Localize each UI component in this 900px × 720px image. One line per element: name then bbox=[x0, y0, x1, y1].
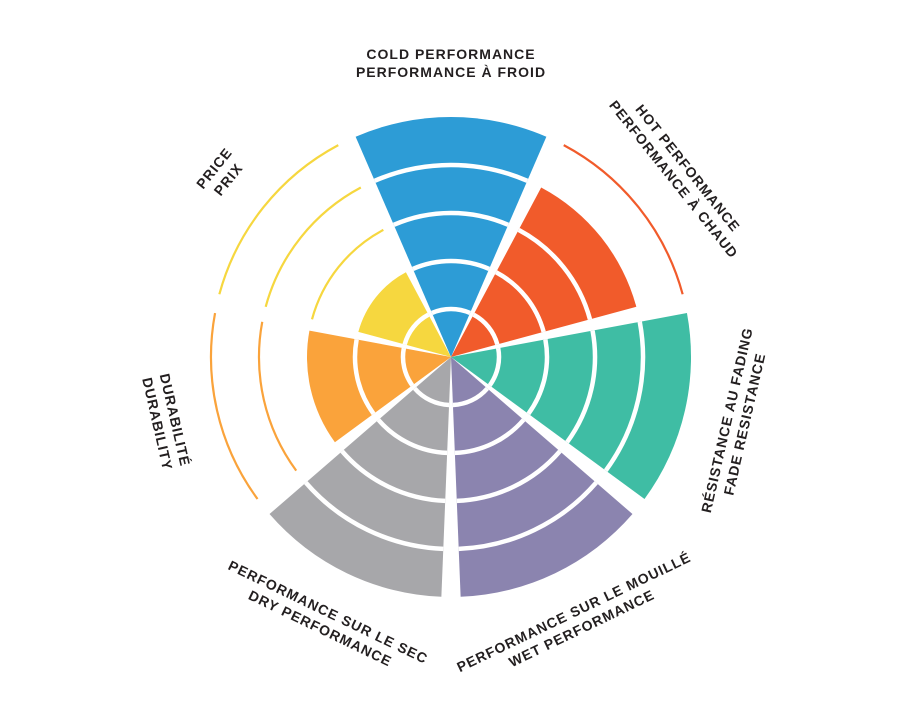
ring-divider-hot-performance-3 bbox=[517, 227, 593, 320]
label-fade-resistance: RÉSISTANCE AU FADINGFADE RESISTANCE bbox=[698, 326, 773, 518]
ring-outline-price-4 bbox=[264, 186, 362, 308]
label-hot-performance: HOT PERFORMANCEPERFORMANCE À CHAUD bbox=[606, 86, 755, 261]
ring-divider-price-1 bbox=[402, 312, 430, 346]
ring-outline-durability-5 bbox=[209, 312, 259, 500]
ring-divider-dry-performance-4 bbox=[304, 481, 444, 552]
label-durability: DURABILITÉDURABILITY bbox=[139, 372, 193, 472]
ring-divider-cold-performance-1 bbox=[431, 306, 471, 316]
ring-divider-durability-1 bbox=[400, 347, 415, 387]
ring-divider-fade-resistance-1 bbox=[487, 347, 502, 387]
ring-divider-wet-performance-4 bbox=[458, 481, 598, 552]
ring-divider-dry-performance-3 bbox=[340, 449, 446, 504]
ring-divider-fade-resistance-2 bbox=[526, 338, 550, 416]
label-price: PRICEPRIX bbox=[193, 144, 249, 203]
wedge-dry-performance bbox=[269, 357, 451, 597]
ring-divider-wet-performance-1 bbox=[452, 386, 490, 408]
ring-divider-cold-performance-4 bbox=[373, 162, 529, 183]
ring-outline-hot-performance-5 bbox=[563, 144, 684, 295]
ring-divider-wet-performance-3 bbox=[456, 449, 562, 504]
ring-divider-wet-performance-2 bbox=[454, 418, 526, 456]
wedge-cold-performance bbox=[355, 116, 547, 357]
wedge-fade-resistance bbox=[451, 313, 692, 499]
wedge-price bbox=[358, 272, 451, 357]
ring-divider-fade-resistance-3 bbox=[565, 330, 598, 444]
ring-divider-hot-performance-2 bbox=[495, 270, 546, 333]
ring-outline-durability-4 bbox=[257, 321, 298, 472]
ring-divider-cold-performance-2 bbox=[411, 258, 491, 271]
ring-divider-hot-performance-1 bbox=[472, 312, 500, 346]
ring-divider-dry-performance-2 bbox=[376, 418, 448, 456]
ring-divider-cold-performance-3 bbox=[392, 210, 510, 227]
wedge-wet-performance bbox=[451, 357, 633, 597]
ring-divider-durability-2 bbox=[352, 338, 376, 416]
ring-divider-dry-performance-1 bbox=[412, 386, 450, 408]
ring-outline-price-3 bbox=[310, 228, 384, 320]
ring-divider-fade-resistance-4 bbox=[603, 321, 646, 472]
wedge-durability bbox=[307, 330, 451, 443]
ring-outline-price-5 bbox=[218, 144, 339, 295]
